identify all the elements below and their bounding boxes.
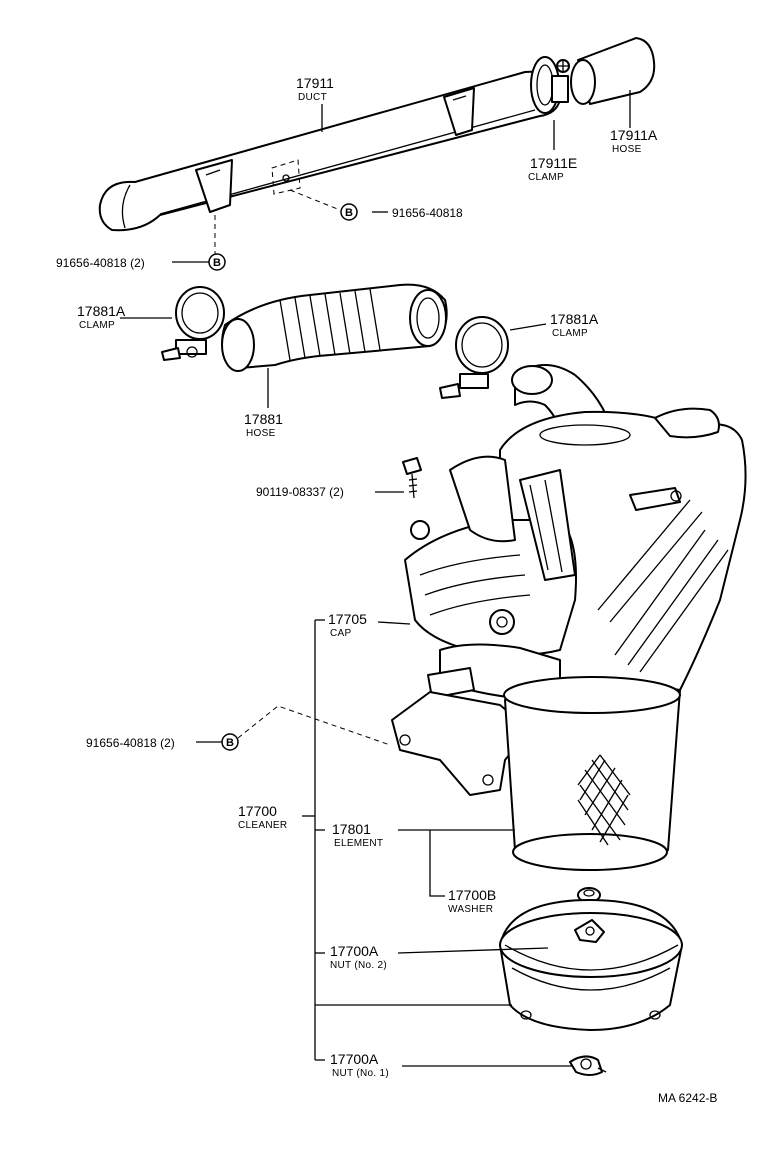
label-bracket-clip: 91656-40818 (2) — [86, 736, 175, 750]
leader-lines — [120, 90, 631, 1067]
svg-text:B: B — [345, 207, 353, 219]
svg-text:CLAMP: CLAMP — [528, 172, 564, 183]
svg-text:17911A: 17911A — [610, 127, 658, 143]
label-clamp-left: 17881A CLAMP — [77, 303, 126, 331]
clamp-17881a-left — [161, 286, 225, 361]
svg-text:17881A: 17881A — [550, 311, 599, 327]
svg-text:CAP: CAP — [330, 628, 351, 639]
svg-text:17881: 17881 — [244, 411, 283, 427]
svg-text:91656-40818 (2): 91656-40818 (2) — [56, 256, 145, 270]
label-duct-clip: 91656-40818 — [392, 206, 463, 220]
marker-b-bracket: B — [221, 733, 239, 751]
figure-code: MA 6242-B — [658, 1091, 717, 1105]
clamp-17881a-right — [439, 316, 509, 399]
svg-text:17911: 17911 — [296, 75, 334, 91]
svg-text:CLEANER: CLEANER — [238, 820, 287, 831]
cleaner-bottom-cup — [499, 899, 683, 1031]
svg-text:17700: 17700 — [238, 803, 277, 819]
label-cleaner: 17700 CLEANER — [238, 803, 287, 831]
nut-no1-17700a — [569, 1055, 607, 1076]
svg-text:B: B — [226, 737, 234, 749]
svg-text:WASHER: WASHER — [448, 904, 493, 915]
nut-no2-17700a — [574, 919, 605, 943]
svg-text:HOSE: HOSE — [612, 144, 642, 155]
svg-text:MA 6242-B: MA 6242-B — [658, 1091, 717, 1105]
svg-text:17881A: 17881A — [77, 303, 126, 319]
label-washer: 17700B WASHER — [448, 887, 496, 915]
svg-text:90119-08337 (2): 90119-08337 (2) — [256, 485, 344, 499]
marker-b-duct-pair: B — [208, 253, 226, 271]
svg-text:91656-40818 (2): 91656-40818 (2) — [86, 736, 175, 750]
svg-text:17700A: 17700A — [330, 1051, 379, 1067]
svg-text:NUT (No. 2): NUT (No. 2) — [330, 960, 387, 971]
label-hose-top: 17911A HOSE — [610, 127, 658, 155]
svg-text:17700B: 17700B — [448, 887, 496, 903]
label-cap: 17705 CAP — [328, 611, 367, 639]
dashed-reference-lines — [214, 189, 391, 746]
hose-17911a — [570, 37, 656, 105]
marker-b-duct: B — [340, 203, 358, 221]
label-duct-clip-pair: 91656-40818 (2) — [56, 256, 145, 270]
svg-text:CLAMP: CLAMP — [79, 320, 115, 331]
label-element: 17801 ELEMENT — [332, 821, 383, 849]
svg-text:ELEMENT: ELEMENT — [334, 838, 383, 849]
hose-17881 — [221, 283, 448, 372]
svg-text:17801: 17801 — [332, 821, 371, 837]
svg-text:17700A: 17700A — [330, 943, 379, 959]
duct-17911 — [98, 70, 561, 232]
label-nut2: 17700A NUT (No. 2) — [330, 943, 387, 971]
svg-text:HOSE: HOSE — [246, 428, 276, 439]
label-clamp-top: 17911E CLAMP — [528, 155, 577, 183]
svg-text:B: B — [213, 257, 221, 269]
label-hose-mid: 17881 HOSE — [244, 411, 283, 439]
svg-text:91656-40818: 91656-40818 — [392, 206, 463, 220]
clamp-17911e — [530, 56, 570, 114]
label-duct: 17911 DUCT — [296, 75, 334, 103]
svg-text:NUT (No. 1): NUT (No. 1) — [332, 1068, 389, 1079]
label-nut1: 17700A NUT (No. 1) — [330, 1051, 389, 1079]
svg-text:17705: 17705 — [328, 611, 367, 627]
svg-text:DUCT: DUCT — [298, 92, 327, 103]
label-clamp-right: 17881A CLAMP — [550, 311, 599, 339]
air-cleaner-17700 — [391, 364, 747, 871]
label-bolt: 90119-08337 (2) — [256, 485, 344, 499]
bolt-90119 — [402, 457, 422, 499]
svg-text:CLAMP: CLAMP — [552, 328, 588, 339]
svg-text:17911E: 17911E — [530, 155, 577, 171]
